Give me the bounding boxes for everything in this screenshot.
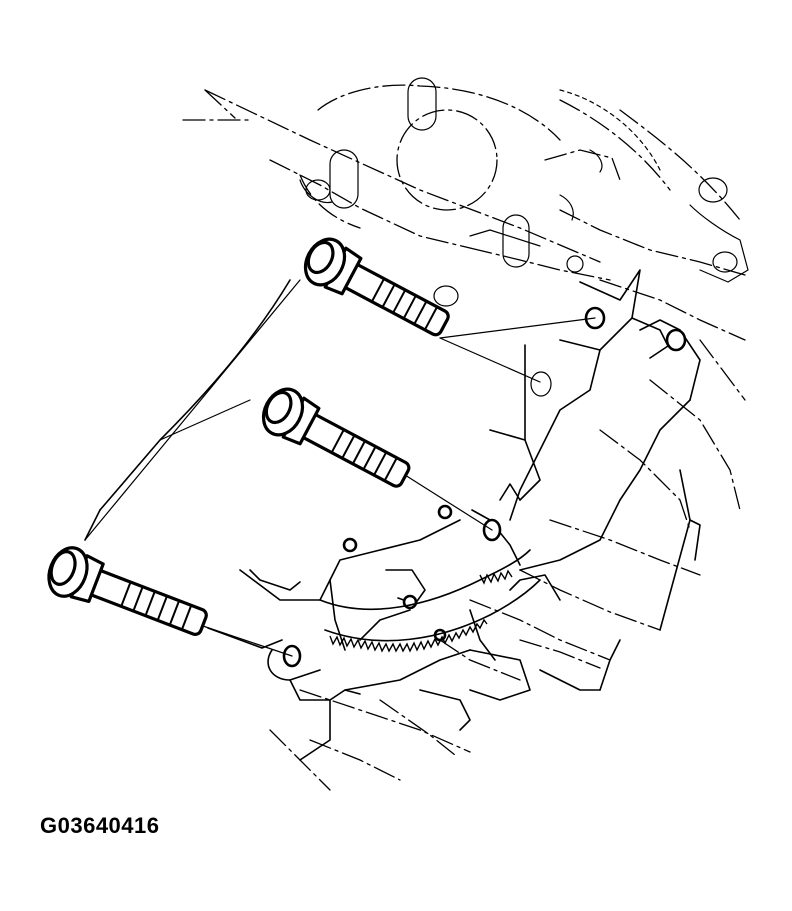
mount-bracket xyxy=(84,269,701,761)
figure-id-label: G03640416 xyxy=(40,813,160,838)
flywheel-ring-gear xyxy=(319,549,541,653)
middle-bolt xyxy=(261,387,411,488)
lower-bolt xyxy=(47,546,208,636)
upper-bolt xyxy=(303,237,450,337)
engine-block-phantom xyxy=(182,77,749,791)
bolt-alignment-lines xyxy=(84,279,596,657)
